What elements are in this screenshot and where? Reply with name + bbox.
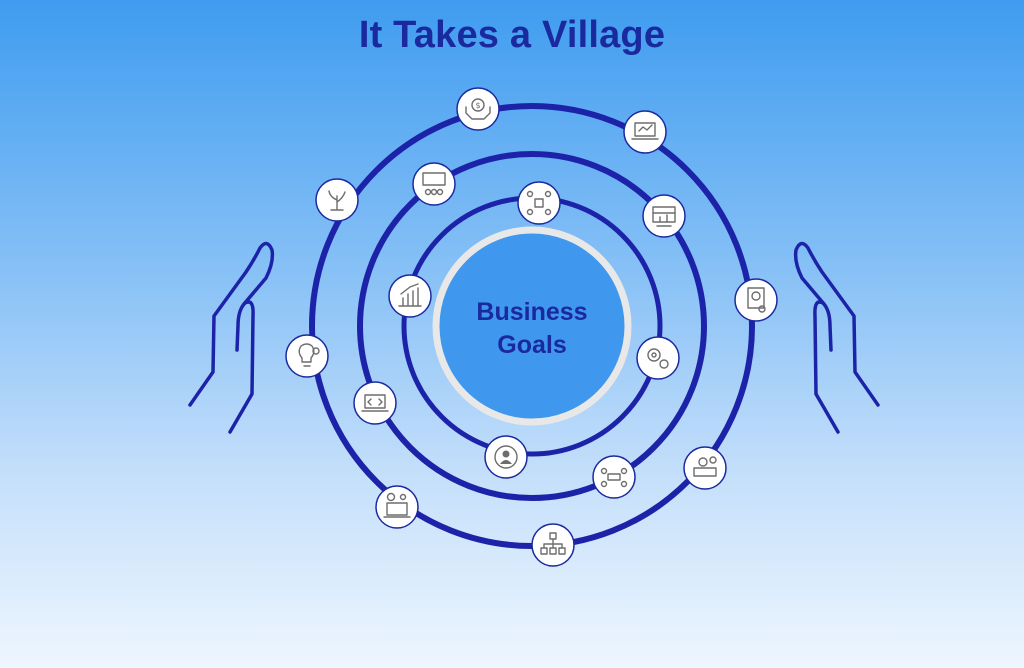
middle-ring xyxy=(357,151,707,501)
center-label-line1: Business xyxy=(476,298,587,326)
right-hand-icon xyxy=(793,241,880,434)
growth-chart-icon xyxy=(388,274,432,318)
team-meeting-icon xyxy=(592,455,636,499)
center-node: Business Goals xyxy=(432,226,632,426)
center-label-line2: Goals xyxy=(497,331,566,359)
creative-plant-icon xyxy=(315,178,359,222)
settings-gears-icon xyxy=(636,336,680,380)
diagram-title: It Takes a Village xyxy=(358,14,666,56)
analytics-laptop-icon xyxy=(623,110,667,154)
team-network-icon xyxy=(517,181,561,225)
org-chart-icon xyxy=(531,523,575,567)
calendar-desk-icon xyxy=(683,446,727,490)
money-hands-icon: $ xyxy=(456,87,500,131)
idea-bulb-icon xyxy=(285,334,329,378)
coding-laptop-icon xyxy=(353,381,397,425)
left-hand-icon xyxy=(188,241,275,434)
strategy-board-icon xyxy=(412,162,456,206)
user-cycle-icon xyxy=(484,435,528,479)
svg-text:$: $ xyxy=(475,101,480,110)
idea-laptop-icon xyxy=(375,485,419,529)
marketing-dashboard-icon xyxy=(642,194,686,238)
certificate-icon xyxy=(734,278,778,322)
